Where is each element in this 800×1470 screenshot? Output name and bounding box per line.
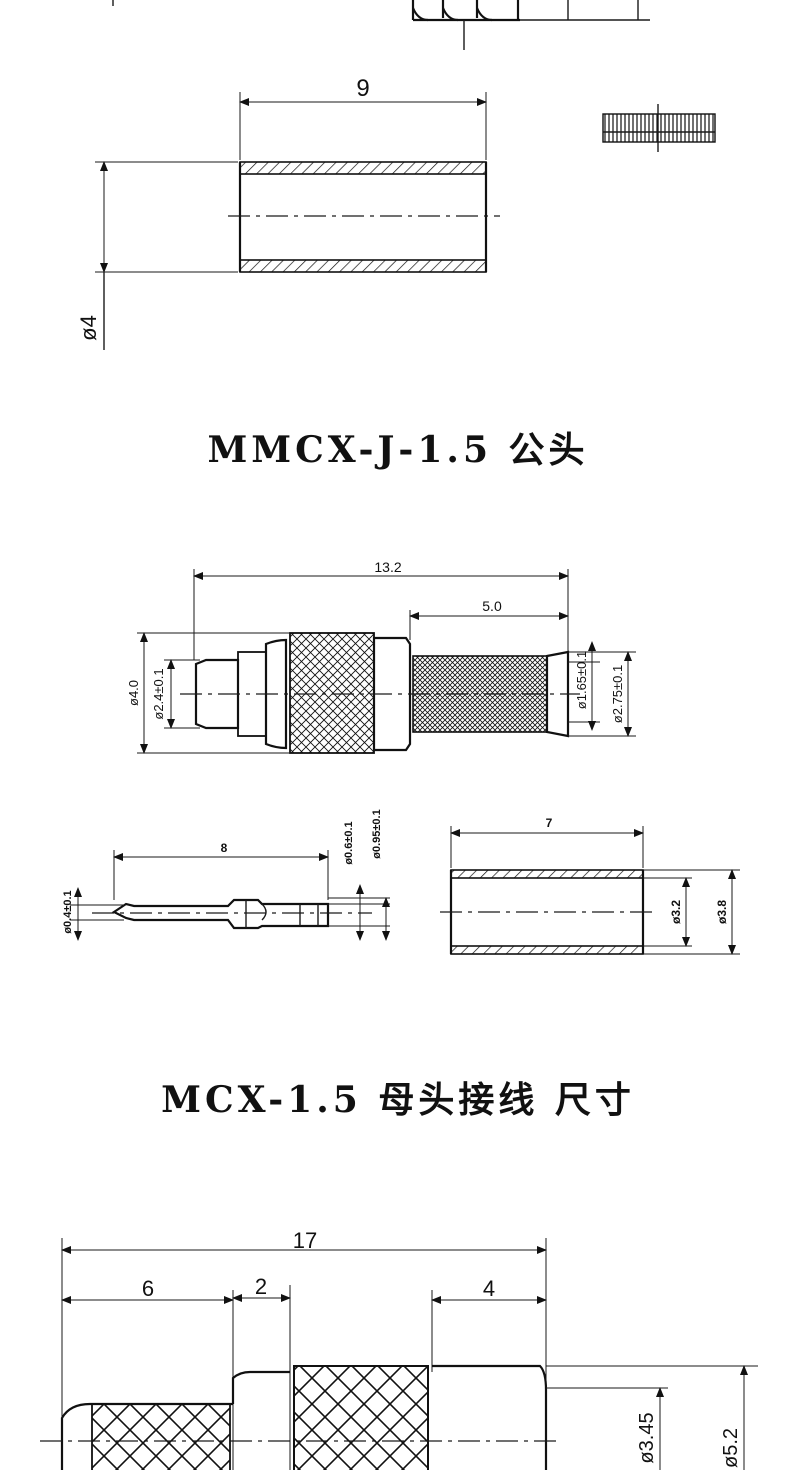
pin-diameter-label: ø2.4±0.1 [151, 668, 166, 719]
overall-length-label: 13.2 [374, 559, 401, 575]
body-diameter-label: ø4.0 [126, 680, 141, 706]
title-female-connector: MCX-1.5 母头接线 尺寸 [161, 1079, 635, 1121]
contact-pin-drawing: 8 ø0.4±0.1 ø0.6±0.1 ø0.95±0.1 [62, 809, 390, 941]
total-length-label: 17 [293, 1228, 317, 1253]
contact-length-label: 8 [221, 841, 228, 855]
male-connector-drawing: 13.2 5.0 ø4.0 ø2.4±0.1 ø1.65±0.1 ø2.75±0… [126, 559, 636, 754]
back-diameter-label: ø3.45 [636, 1412, 658, 1463]
female-connector-drawing: 17 6 2 4 ø3.45 ø5.2 [40, 1228, 758, 1470]
back-length-label: 4 [483, 1276, 495, 1301]
ferrule-length-label: 7 [546, 816, 553, 830]
sleeve-length-label: 9 [356, 75, 369, 102]
ferrule-inner-diameter-label: ø3.2 [669, 900, 683, 924]
gap-length-label: 2 [255, 1274, 267, 1299]
ferrule-outer-diameter-label: ø3.8 [715, 900, 729, 924]
crimp-outer-diameter-label: ø2.75±0.1 [610, 665, 625, 723]
crimp-inner-diameter-label: ø1.65±0.1 [574, 651, 589, 709]
rear-length-label: 5.0 [482, 598, 502, 614]
contact-back-diameter-label: ø0.95±0.1 [371, 809, 383, 858]
outer-diameter-label: ø5.2 [720, 1428, 742, 1468]
sleeve-drawing: 9 ø4 [76, 75, 716, 350]
ferrule-drawing: 7 ø3.2 ø3.8 [440, 816, 740, 955]
sleeve-diameter-label: ø4 [76, 315, 101, 341]
title-male-connector: MMCX-J-1.5 公头 [207, 429, 588, 471]
contact-tip-diameter-label: ø0.4±0.1 [62, 890, 74, 933]
contact-mid-diameter-label: ø0.6±0.1 [343, 821, 355, 864]
front-length-label: 6 [142, 1276, 154, 1301]
top-partial-view [112, 0, 650, 50]
